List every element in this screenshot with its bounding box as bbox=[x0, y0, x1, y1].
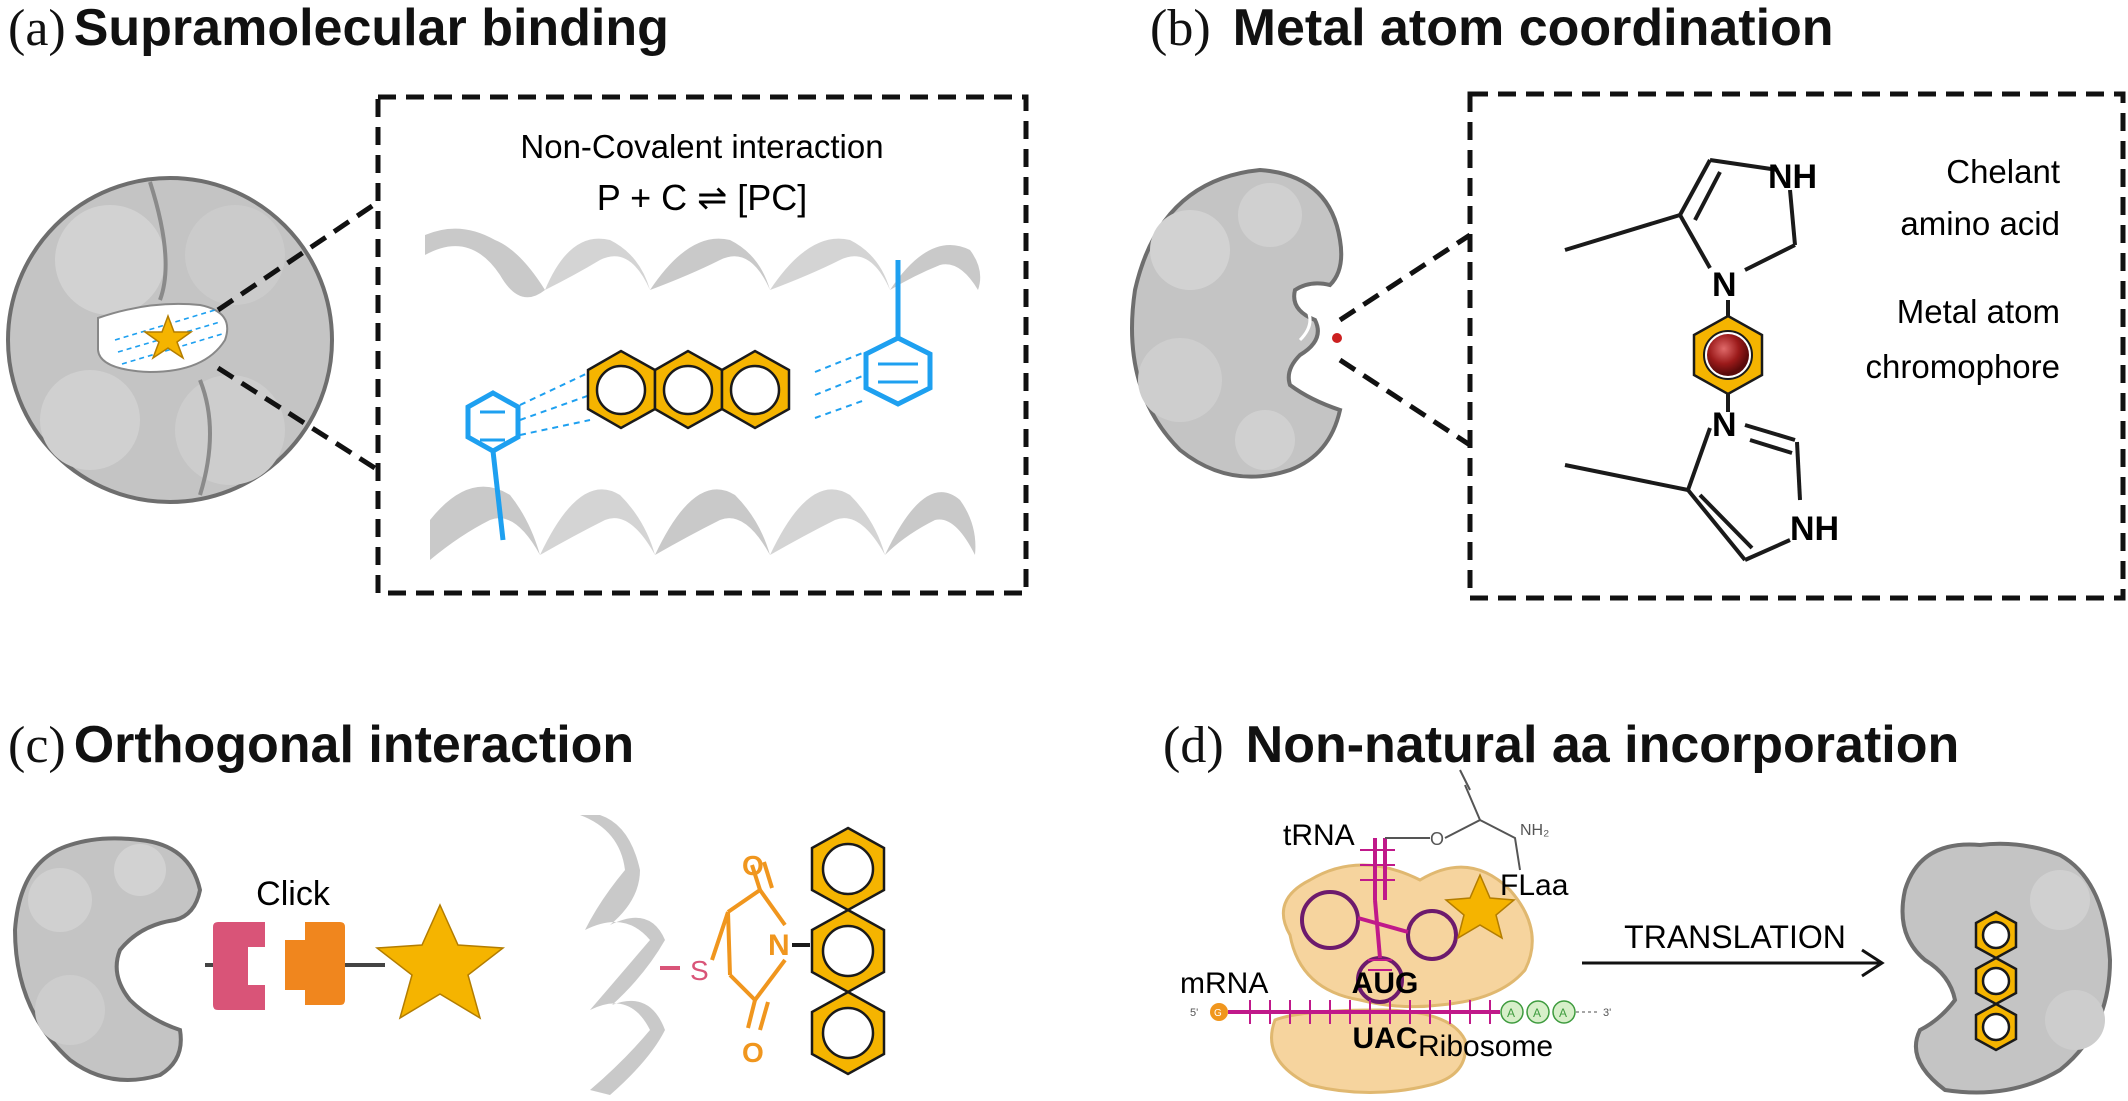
nh-top-label: NH bbox=[1768, 158, 1817, 196]
benzene-ring-icon bbox=[465, 390, 521, 541]
panel-a-title: (a)Supramolecular binding bbox=[8, 0, 669, 58]
protein-blob-icon bbox=[1130, 167, 1344, 479]
anthracene-icon bbox=[586, 349, 791, 430]
panel-b-zoom-box bbox=[1467, 91, 2126, 601]
maleimide-icon bbox=[710, 861, 787, 1031]
trna-icon bbox=[1300, 838, 1458, 1004]
metal-label-2: chromophore bbox=[1866, 348, 2060, 385]
nh-bottom-label: NH bbox=[1790, 510, 1839, 548]
panel-a-name: Supramolecular binding bbox=[73, 0, 669, 57]
click-connector-icon bbox=[213, 922, 345, 1010]
n-atom-label: N bbox=[768, 929, 790, 962]
metal-atom-icon bbox=[1692, 300, 1764, 412]
panel-b-title: (b) Metal atom coordination bbox=[1150, 0, 1834, 58]
chelant-label-1: Chelant bbox=[1946, 153, 2060, 190]
g-base-label: G bbox=[1214, 1008, 1222, 1019]
panel-d-letter: (d) bbox=[1163, 717, 1224, 774]
panel-d-name: Non-natural aa incorporation bbox=[1245, 716, 1960, 774]
panel-a-letter: (a) bbox=[8, 0, 66, 57]
helix-icon bbox=[580, 815, 665, 1095]
benzene-ring-icon bbox=[863, 260, 933, 407]
o-label: O bbox=[1430, 829, 1444, 849]
translation-label: TRANSLATION bbox=[1624, 919, 1846, 955]
poly-a-1: A bbox=[1507, 1006, 1515, 1020]
panel-c-title: (c)Orthogonal interaction bbox=[8, 715, 634, 775]
protein-blob-icon bbox=[12, 836, 203, 1082]
ribosome-label: Ribosome bbox=[1418, 1030, 1553, 1063]
three-prime-label: 3' bbox=[1603, 1007, 1611, 1019]
helix-icon bbox=[430, 486, 976, 560]
anticodon-label: UAC bbox=[1353, 1022, 1418, 1055]
flaa-label: FLaa bbox=[1500, 869, 1569, 902]
helix-icon bbox=[425, 228, 981, 298]
panel-c-letter: (c) bbox=[8, 717, 66, 774]
star-icon bbox=[1444, 873, 1516, 940]
star-icon bbox=[142, 313, 194, 360]
panel-d-title: (d) Non-natural aa incorporation bbox=[1163, 715, 1959, 775]
panel-d: tRNA O NH₂ FLaa mRNA 5' G bbox=[1180, 769, 2113, 1095]
n-bottom-label: N bbox=[1712, 406, 1737, 444]
panel-b: NH N Chelant amino acid Metal atom chrom… bbox=[1130, 91, 2126, 601]
anthracene-icon bbox=[1974, 910, 2018, 1052]
chelant-label-2: amino acid bbox=[1900, 205, 2060, 242]
metal-label-1: Metal atom bbox=[1897, 293, 2060, 330]
n-top-label: N bbox=[1712, 266, 1737, 304]
panel-c: Click S O O N bbox=[12, 815, 886, 1095]
protein-blob-icon bbox=[1900, 841, 2113, 1095]
o-top-label: O bbox=[742, 850, 764, 881]
anthracene-icon bbox=[810, 826, 886, 1076]
o-bottom-label: O bbox=[742, 1037, 764, 1068]
codon-label: AUG bbox=[1352, 967, 1419, 1000]
panel-b-name: Metal atom coordination bbox=[1232, 0, 1834, 57]
poly-a-3: A bbox=[1559, 1006, 1567, 1020]
click-label: Click bbox=[256, 875, 331, 913]
star-icon bbox=[374, 903, 506, 1020]
poly-a-2: A bbox=[1533, 1006, 1541, 1020]
arrow-right-icon bbox=[1582, 948, 1885, 978]
panel-c-name: Orthogonal interaction bbox=[73, 716, 635, 774]
panel-a-equation: P + C ⇌ [PC] bbox=[597, 177, 808, 218]
mrna-label: mRNA bbox=[1180, 967, 1268, 1000]
five-prime-label: 5' bbox=[1190, 1007, 1198, 1019]
panel-a-box-heading: Non-Covalent interaction bbox=[520, 128, 883, 165]
imidazole-icon bbox=[1564, 423, 1802, 562]
panel-a: Non-Covalent interaction P + C ⇌ [PC] bbox=[6, 94, 1029, 596]
panel-a-zoom-box bbox=[375, 94, 1029, 596]
panel-b-letter: (b) bbox=[1150, 0, 1211, 57]
s-atom-label: S bbox=[690, 955, 709, 986]
nh2-label: NH₂ bbox=[1520, 822, 1549, 839]
imidazole-icon bbox=[1564, 158, 1797, 272]
trna-label: tRNA bbox=[1283, 819, 1355, 852]
